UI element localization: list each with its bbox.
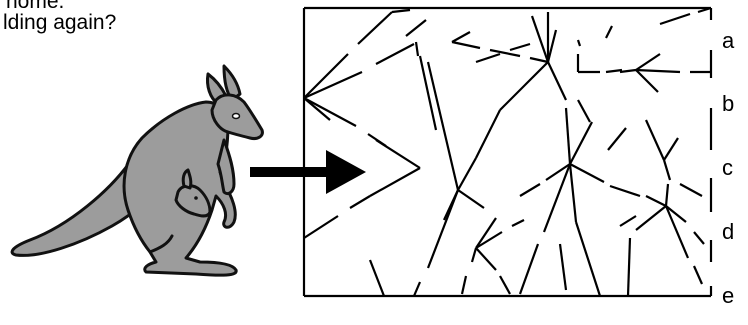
exit-label-b: b bbox=[722, 91, 734, 116]
kangaroo-eye bbox=[231, 112, 241, 120]
kangaroo-tail bbox=[10, 160, 152, 257]
kangaroo-leg-line bbox=[148, 234, 174, 254]
kangaroo-icon bbox=[10, 64, 264, 277]
joey-ear bbox=[181, 168, 193, 190]
joey-head bbox=[174, 184, 212, 218]
exit-label-c: c bbox=[722, 155, 733, 180]
exit-label-a: a bbox=[722, 28, 735, 53]
kangaroo-arm bbox=[216, 138, 236, 196]
question-line-1: home. bbox=[6, 0, 64, 13]
right-arrow-icon bbox=[250, 150, 366, 194]
exit-labels: a b c d e bbox=[722, 28, 735, 308]
maze bbox=[302, 6, 713, 298]
joey-eye bbox=[194, 196, 198, 200]
exit-label-e: e bbox=[722, 283, 734, 308]
maze-walls bbox=[303, 6, 712, 297]
exit-label-d: d bbox=[722, 219, 734, 244]
question-line-2: lding again? bbox=[3, 11, 116, 34]
